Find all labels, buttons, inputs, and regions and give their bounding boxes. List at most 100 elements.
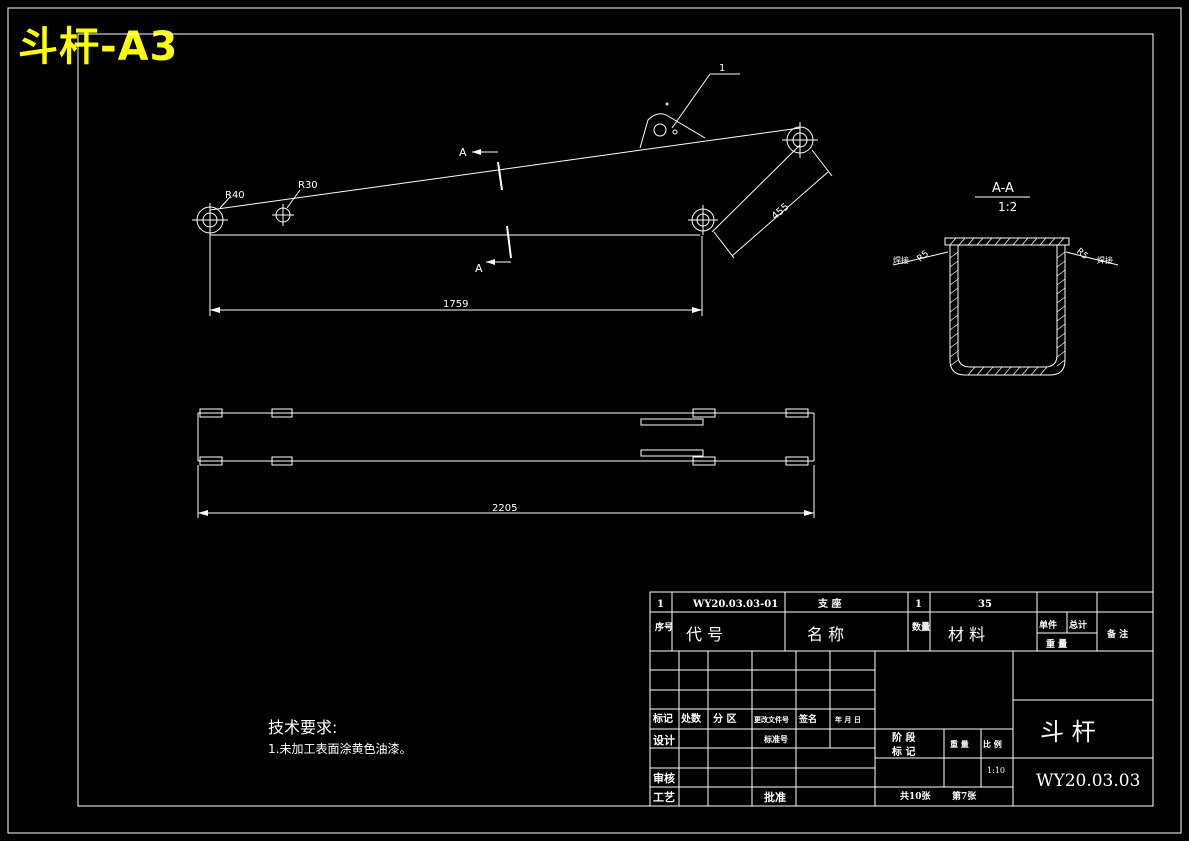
section-hatching <box>949 237 1066 376</box>
arrowhead <box>210 307 220 313</box>
dim-1759: 1759 <box>443 299 468 310</box>
arm-end-edge <box>711 144 801 233</box>
pin-stub <box>785 408 809 418</box>
hatch-line <box>1057 237 1065 246</box>
hatch-line <box>976 237 984 246</box>
section-scale: 1:2 <box>998 200 1017 214</box>
hatch-line <box>1039 237 1047 246</box>
pin-stub <box>271 408 293 418</box>
hatch-line <box>949 269 959 277</box>
rev-sign: 签名 <box>798 713 817 725</box>
bracket-hole <box>653 123 667 137</box>
hatch-line <box>958 237 966 246</box>
header-qty: 数量 <box>912 621 930 633</box>
callout-leader <box>671 73 711 129</box>
header-weight: 重 量 <box>1046 638 1067 650</box>
label-stage-mark: 标 记 <box>891 745 915 758</box>
dim-455: 455 <box>770 201 792 222</box>
drawing-frame <box>77 33 1154 807</box>
hatch-line <box>1056 341 1066 349</box>
hatch-line <box>949 237 957 246</box>
rev-date: 年 月 日 <box>835 715 861 724</box>
arrowhead <box>198 510 208 516</box>
hatch-line <box>1056 251 1066 259</box>
sheet-count: 共10张 <box>900 790 932 802</box>
hatch-line <box>949 287 959 295</box>
part-name: 斗 杆 <box>1040 718 1096 746</box>
hatch-line <box>976 366 985 376</box>
drawing-number: WY20.03.03 <box>1036 771 1140 791</box>
label-weight: 重 量 <box>950 739 969 749</box>
hatch-line <box>949 251 959 259</box>
hatch-line <box>949 260 959 268</box>
label-process: 工艺 <box>653 790 675 804</box>
header-code: 代 号 <box>686 625 723 644</box>
weld-label-right: 焊接 <box>1097 255 1113 265</box>
hatch-line <box>1048 237 1056 246</box>
hatch-line <box>949 350 959 358</box>
header-total: 总计 <box>1069 619 1087 631</box>
section-outer-wall <box>949 245 1066 376</box>
hatch-line <box>949 332 959 340</box>
hatch-line <box>994 366 1003 376</box>
hatch-line <box>1056 260 1066 268</box>
notes-item-1: 1.未加工表面涂黄色油漆。 <box>268 741 411 756</box>
plan-view <box>197 408 815 518</box>
hatch-line <box>1056 314 1066 322</box>
pin-stub <box>692 456 716 466</box>
section-label-top: A <box>459 146 467 159</box>
hatch-line <box>1056 359 1066 367</box>
section-label-bottom: A <box>475 262 483 275</box>
arm-top-edge <box>209 127 801 211</box>
notes-heading: 技术要求: <box>268 718 337 737</box>
outer-border <box>7 7 1182 834</box>
hatch-line <box>1056 350 1066 358</box>
rev-mark: 标记 <box>652 712 673 725</box>
arrowhead <box>486 259 495 265</box>
hatch-line <box>1003 237 1011 246</box>
header-name: 名 称 <box>807 625 844 644</box>
arrowhead <box>804 510 814 516</box>
hatch-line <box>1056 332 1066 340</box>
radius-r40: R40 <box>225 190 245 201</box>
bracket-outline <box>639 113 706 149</box>
label-design: 设计 <box>653 733 675 747</box>
weld-leader <box>1065 251 1119 266</box>
bom-qty: 1 <box>915 599 922 610</box>
header-seq: 序号 <box>655 621 673 633</box>
sheet-title: 斗杆-A3 <box>18 24 179 70</box>
label-approve: 批准 <box>764 790 786 804</box>
hatch-line <box>1056 323 1066 331</box>
hatch-line <box>949 323 959 331</box>
dim-extension <box>811 149 833 177</box>
label-review: 审核 <box>653 771 675 785</box>
hatch-line <box>949 296 959 304</box>
hatch-line <box>1012 237 1020 246</box>
header-material: 材 料 <box>948 625 985 644</box>
hatch-line <box>949 314 959 322</box>
hatch-line <box>1012 366 1021 376</box>
hatch-line <box>967 366 976 376</box>
radius-leader <box>219 196 231 209</box>
section-inner-wall <box>957 245 1058 368</box>
hatch-line <box>994 237 1002 246</box>
label-stage: 阶 段 <box>892 731 915 744</box>
bracket-plate <box>640 449 704 457</box>
title-block-lines <box>649 591 1154 807</box>
rev-doc: 更改文件号 <box>754 715 789 724</box>
arrowhead <box>472 149 481 155</box>
bracket-plate <box>640 418 704 426</box>
hatch-line <box>949 359 959 367</box>
pin-stub <box>785 456 809 466</box>
bom-name: 支 座 <box>817 597 841 610</box>
header-unit: 单件 <box>1039 619 1057 631</box>
section-cut-bottom <box>506 225 512 259</box>
title-block-frame <box>649 591 1154 807</box>
hatch-line <box>1039 366 1048 376</box>
sheet-number: 第7张 <box>952 790 977 802</box>
hatch-line <box>985 237 993 246</box>
hatch-line <box>985 366 994 376</box>
hatch-line <box>949 305 959 313</box>
label-standard: 标准号 <box>763 734 788 744</box>
